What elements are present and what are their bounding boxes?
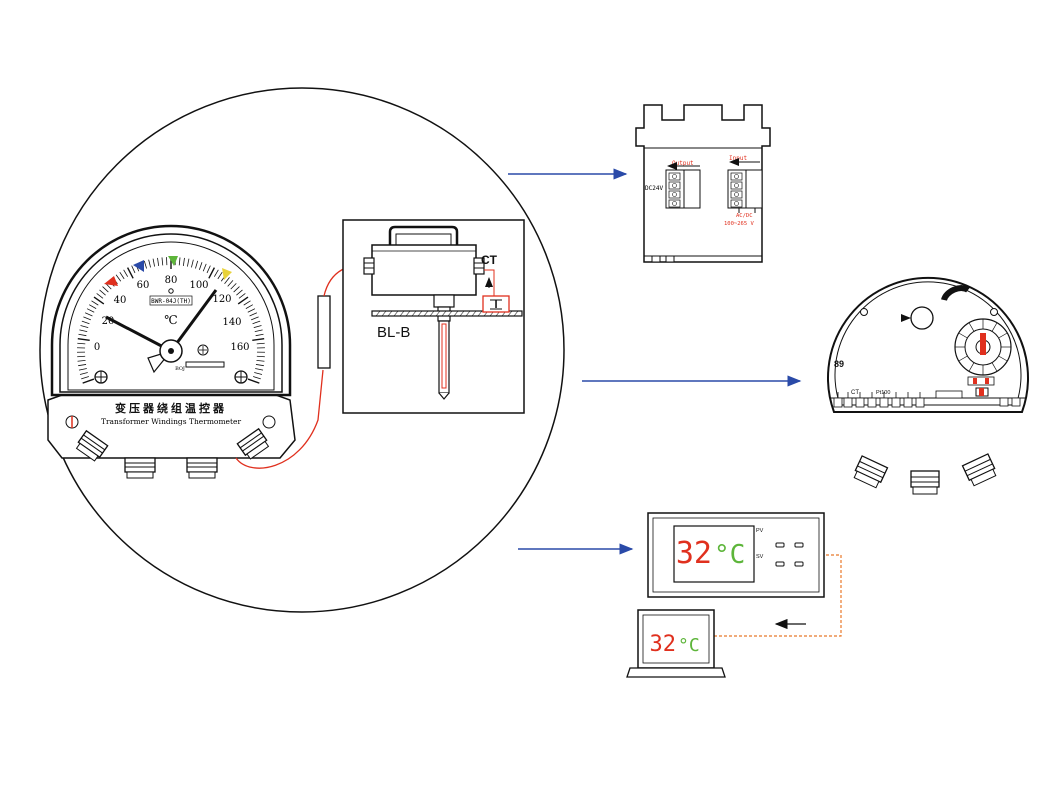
button-icon (794, 542, 804, 548)
ct-transformer (482, 295, 510, 313)
temperature-transmitter: Output Input DC24V AC/DC 100~265 V (635, 104, 771, 263)
ct-terminal-label: CT (851, 390, 859, 396)
display-screen (673, 525, 755, 583)
input-label: Input (729, 155, 747, 162)
needle-main (169, 289, 218, 352)
dial-ticks (77, 257, 265, 384)
cable-gland-4 (236, 427, 270, 460)
heater-label: BL-B (377, 324, 410, 341)
laptop: 32 °C (626, 609, 726, 678)
screw-icon (94, 370, 108, 384)
pt-terminal-label: Pt100 (876, 390, 890, 396)
pv-label: PV (756, 528, 764, 534)
data-link (712, 554, 842, 637)
mount-plate (371, 310, 523, 317)
model-plate (149, 295, 193, 306)
power-range: 100~265 V (724, 221, 754, 227)
scale-label: 140 (222, 317, 241, 328)
laptop-base (626, 667, 726, 678)
ct-label: CT (481, 253, 498, 267)
set-pointer-yellow (222, 268, 232, 280)
transmitter-case (635, 104, 771, 263)
unit-label: ℃ (164, 313, 177, 327)
laptop-temperature: 32 (650, 632, 677, 657)
digital-display-unit: 32 °C PV SV (647, 512, 825, 598)
knob-icon (910, 306, 934, 330)
button-icon (775, 542, 785, 548)
button-icon (775, 561, 785, 567)
needle-max (105, 315, 172, 353)
display-unit: °C (714, 540, 745, 570)
scale-label: 0 (94, 342, 100, 353)
round-controller: 89 CT Pt100 (827, 276, 1029, 495)
dc-label: DC24V (645, 185, 663, 192)
output-label: Output (672, 160, 694, 167)
main-circle (39, 87, 565, 613)
cable-gland-2 (124, 457, 156, 479)
winding-thermometer: 0 20 40 60 80 100 120 140 160 BWR-04J(TH… (47, 224, 296, 479)
cable-gland-3 (186, 457, 218, 479)
set-pointer-blue (133, 260, 144, 272)
set-pointer-green (168, 256, 178, 266)
scale-label: 60 (137, 280, 150, 291)
display-temperature: 32 (676, 536, 712, 571)
heater-box (371, 244, 477, 296)
bottom-label: BOJ (175, 366, 185, 372)
sensor-bulb (317, 295, 331, 369)
svg-text:I: I (494, 299, 497, 311)
svg-text:89: 89 (834, 359, 844, 369)
cable-gland-1 (75, 429, 109, 462)
rotate-arrow-icon (941, 285, 970, 301)
scale-label: 120 (212, 294, 231, 305)
scale-label: 20 (102, 316, 115, 327)
mount-hole-right (262, 415, 276, 429)
heater-assembly: CT I BL-B (342, 219, 525, 414)
sv-label: SV (756, 554, 764, 560)
model-label: BWR-04J(TH) (151, 298, 191, 305)
scale-label: 40 (114, 295, 127, 306)
wire-thermometer-to-sensor (235, 369, 324, 469)
power-label: AC/DC (736, 213, 753, 219)
scale-label: 100 (189, 280, 208, 291)
set-pointer-red (104, 276, 118, 286)
button-icon (794, 561, 804, 567)
title-en: Transformer Windings Thermometer (101, 417, 241, 426)
title-cn: 变压器绕组温控器 (115, 401, 227, 415)
scale-label: 160 (230, 342, 249, 353)
screw-icon (234, 370, 248, 384)
laptop-unit: °C (678, 635, 700, 656)
scale-label: 80 (165, 275, 178, 286)
